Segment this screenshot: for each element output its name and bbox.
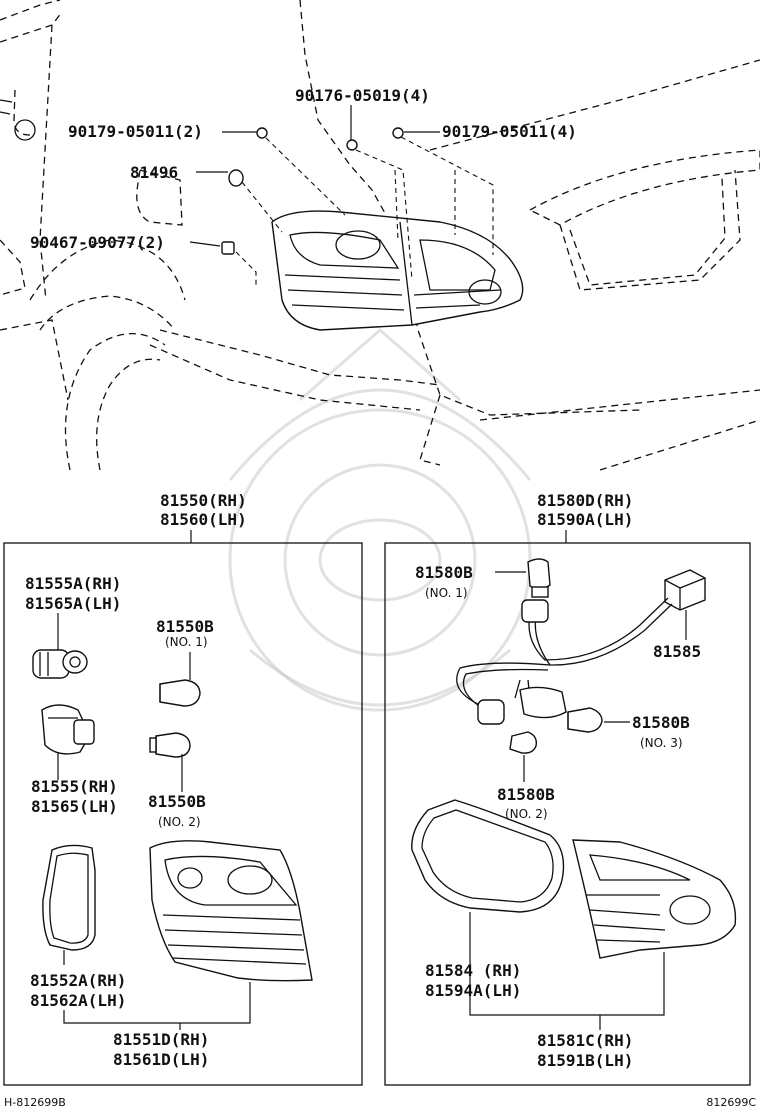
label-81550b-bottom: 81550B [148,792,206,811]
nut-icon [256,127,268,139]
label-no3-right: (NO. 3) [640,736,683,750]
footer-left-code: H-812699B [4,1096,66,1109]
label-81561d-lh: 81561D(LH) [113,1050,209,1069]
label-81590a-lh: 81590A(LH) [537,510,633,529]
tail-lamp-installed [271,210,524,331]
label-81555a-rh: 81555A(RH) [25,574,121,593]
left-box-parts [32,613,313,1030]
grommet-icon [228,169,244,187]
clip-icon [221,241,235,255]
bulb-81580b-no2 [509,731,538,754]
label-81580b-top: 81580B [415,563,473,582]
socket-center [519,686,567,719]
label-81584-rh: 81584 (RH) [425,961,521,980]
socket-left [477,699,505,725]
right-box-parts [411,558,737,1030]
label-81580b-right: 81580B [632,713,690,732]
label-81550-rh: 81550(RH) [160,491,247,510]
right-group-box [384,542,751,1086]
bulb-81550b-no1 [159,679,201,707]
label-81580d-rh: 81580D(RH) [537,491,633,510]
socket-top [521,599,549,623]
label-no1-left: (NO. 1) [165,635,208,649]
label-no2-right: (NO. 2) [505,807,548,821]
watermark-emblem [228,328,532,712]
label-90176-05019: 90176-05019(4) [295,86,430,105]
label-81560-lh: 81560(LH) [160,510,247,529]
socket-81555 [41,704,95,755]
label-81496: 81496 [130,163,178,182]
label-81562a-lh: 81562A(LH) [30,991,126,1010]
label-81555-rh: 81555(RH) [31,777,118,796]
label-90179-05011-left: 90179-05011(2) [68,122,203,141]
lens-81581c [572,839,737,959]
wiring-harness [456,597,673,711]
left-group-box [3,542,363,1086]
label-81580b-bottom: 81580B [497,785,555,804]
bulb-81550b-no2 [149,732,191,758]
label-81551d-rh: 81551D(RH) [113,1030,209,1049]
nut-icon [346,139,358,151]
label-81565a-lh: 81565A(LH) [25,594,121,613]
label-81550b-top: 81550B [156,617,214,636]
label-no2-left: (NO. 2) [158,815,201,829]
label-no1-right: (NO. 1) [425,586,468,600]
label-81552a-rh: 81552A(RH) [30,971,126,990]
label-81585: 81585 [653,642,701,661]
leader-lines-top [189,105,494,285]
connector-81585 [664,569,706,611]
nut-icon [392,127,404,139]
label-81565-lh: 81565(LH) [31,797,118,816]
gasket-81552a [42,844,96,951]
label-90179-05011-right: 90179-05011(4) [442,122,577,141]
lens-81551d [149,840,313,982]
bulb-81580b-no3 [567,707,603,733]
socket-81555a [32,649,88,679]
footer-right-code: 812699C [706,1096,756,1109]
bulb-81580b-no1 [527,558,551,598]
label-90467-09077: 90467-09077(2) [30,233,165,252]
fasteners [221,127,404,255]
label-81591b-lh: 81591B(LH) [537,1051,633,1070]
vehicle-body-outline [0,0,760,471]
label-81594a-lh: 81594A(LH) [425,981,521,1000]
gasket-81584 [411,799,565,913]
label-81581c-rh: 81581C(RH) [537,1031,633,1050]
